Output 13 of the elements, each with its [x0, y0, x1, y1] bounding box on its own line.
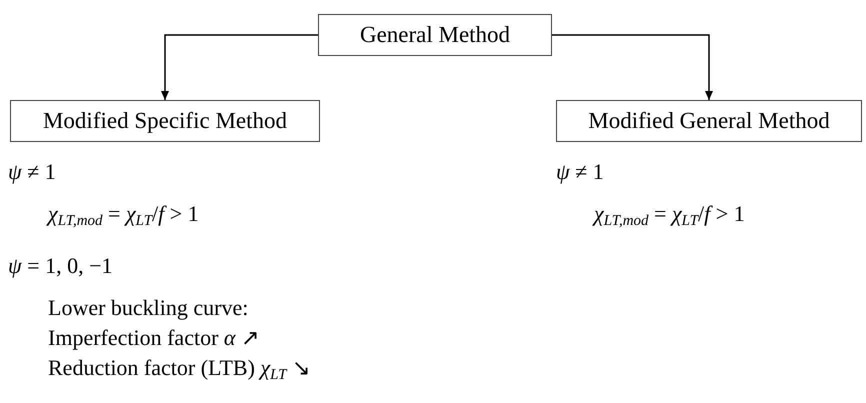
- formula-text: Lower buckling curve:: [48, 294, 248, 322]
- formula-text: ψ ≠ 1: [556, 158, 604, 186]
- formula-text: Imperfection factor α ↗: [48, 324, 259, 352]
- connector-arrow: [161, 34, 318, 100]
- connector-arrow: [552, 34, 713, 100]
- formula-text: χ$_{LT,mod}$ = χ$_{LT}$/f > 1: [594, 200, 745, 228]
- formula-text: ψ ≠ 1: [8, 158, 56, 186]
- formula-text: ψ = 1, 0, −1: [8, 252, 112, 280]
- formula-text: χ$_{LT,mod}$ = χ$_{LT}$/f > 1: [48, 200, 199, 228]
- method-box: Modified Specific Method: [10, 100, 320, 142]
- method-box: Modified General Method: [556, 100, 862, 142]
- method-box: General Method: [318, 14, 552, 56]
- formula-text: Reduction factor (LTB) χ$_{LT}$ ↘: [48, 354, 310, 382]
